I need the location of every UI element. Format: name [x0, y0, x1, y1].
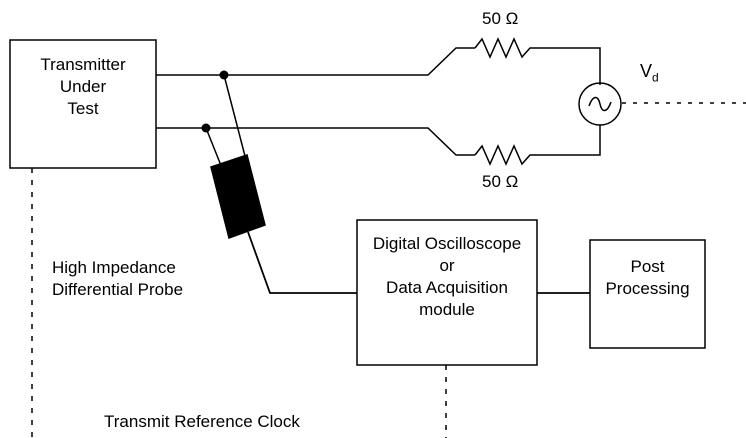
transmitter-line-3: Test	[67, 99, 99, 118]
probe-tap-bottom	[201, 123, 211, 133]
post-line-2: Processing	[605, 279, 690, 298]
probe-lead-top	[223, 74, 247, 161]
probe-label-line-1: High Impedance	[52, 258, 176, 277]
clock-label: Transmit Reference Clock	[104, 412, 300, 431]
oscilloscope-line-2: or	[439, 256, 455, 275]
transmitter-label: Transmitter Under Test	[10, 54, 156, 120]
differential-probe-body	[210, 154, 266, 239]
probe-cable	[247, 231, 357, 294]
sine-wave-icon	[588, 96, 612, 112]
oscilloscope-line-4: module	[419, 300, 475, 319]
probe-label: High Impedance Differential Probe	[52, 257, 183, 301]
oscilloscope-label: Digital Oscilloscope or Data Acquisition…	[357, 233, 537, 321]
post-line-1: Post	[630, 257, 665, 276]
top-resistor-icon	[474, 37, 601, 85]
bottom-wire	[156, 127, 475, 156]
ac-source-icon	[578, 82, 622, 126]
post-processing-box	[589, 239, 706, 349]
top-wire	[156, 47, 475, 76]
probe-lead-bottom	[205, 127, 223, 169]
source-label: Vd	[640, 60, 659, 89]
resistor-top-label: 50 Ω	[482, 9, 519, 28]
source-label-sub: d	[652, 70, 659, 85]
transmitter-line-1: Transmitter	[40, 55, 126, 74]
bottom-resistor-icon	[474, 125, 601, 166]
oscilloscope-line-3: Data Acquisition	[386, 278, 508, 297]
probe-label-line-2: Differential Probe	[52, 280, 184, 299]
transmitter-line-2: Under	[59, 77, 107, 96]
transmitter-box	[9, 39, 157, 169]
post-processing-label: Post Processing	[590, 256, 705, 300]
resistor-bottom-label: 50 Ω	[482, 172, 519, 191]
oscilloscope-line-1: Digital Oscilloscope	[372, 234, 522, 253]
source-label-main: V	[640, 61, 653, 81]
